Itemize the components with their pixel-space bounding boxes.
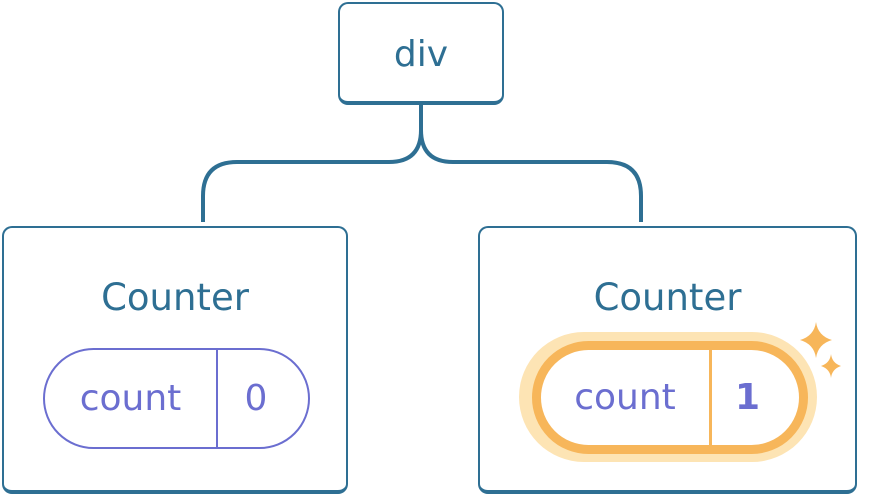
state-key-right: count	[541, 350, 712, 445]
connector-root-stem	[388, 105, 423, 164]
counter-node-right: Counter count 1	[478, 226, 857, 494]
counter-label-left: Counter	[101, 276, 249, 319]
counter-label-right: Counter	[593, 276, 742, 319]
state-pill-left: count 0	[43, 348, 310, 449]
counter-node-left: Counter count 0	[2, 226, 348, 494]
state-pill-right: count 1	[532, 341, 808, 454]
connector-left-branch	[201, 160, 389, 222]
state-value-left: 0	[244, 378, 268, 419]
state-value-right: 1	[734, 377, 761, 418]
connector-right-branch	[419, 129, 643, 222]
state-key-left: count	[45, 350, 218, 447]
root-node-label: div	[393, 34, 449, 75]
root-node: div	[338, 2, 504, 105]
